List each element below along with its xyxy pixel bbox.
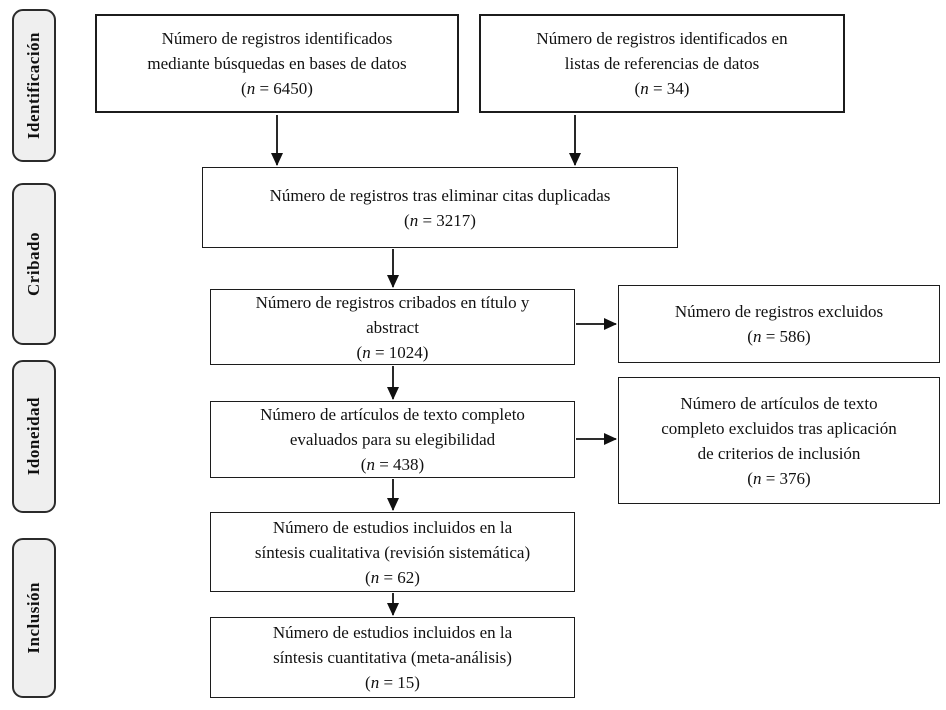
sample-size-line: (n = 1024) (356, 342, 429, 362)
box-qualitative-synthesis: Número de estudios incluidos en la sínte… (210, 512, 575, 592)
box-quantitative-synthesis: Número de estudios incluidos en la sínte… (210, 617, 575, 698)
box-text-line: síntesis cualitativa (revisión sistemáti… (254, 542, 531, 562)
sample-size-line: (n = 15) (365, 673, 420, 692)
box-text-line: Número de estudios incluidos en la (272, 623, 513, 642)
stage-label-screening: Cribado (12, 183, 56, 345)
box-text-line: Número de registros identificados en (536, 29, 788, 48)
box-text-line: Número de registros tras eliminar citas … (269, 185, 611, 205)
box-text-line: completo excluidos tras aplicación (661, 418, 897, 438)
stage-label-inclusion: Inclusión (12, 538, 56, 698)
box-records-screened: Número de registros cribados en título y… (210, 289, 575, 365)
box-records-identified-references: Número de registros identificados en lis… (479, 14, 845, 113)
box-records-excluded: Número de registros excluidos (n = 586) (618, 285, 940, 363)
stage-label-text: Idoneidad (24, 397, 43, 476)
stage-label-text: Identificación (24, 31, 43, 140)
stage-label-text: Cribado (24, 232, 43, 296)
box-text-line: Número de artículos de texto (680, 393, 878, 413)
sample-size-line: (n = 34) (634, 79, 690, 98)
stage-label-identification: Identificación (12, 9, 56, 162)
box-fulltext-excluded: Número de artículos de texto completo ex… (618, 377, 940, 504)
box-text-line: Número de artículos de texto completo (260, 405, 525, 424)
box-text-line: Número de registros cribados en título y (255, 292, 530, 312)
sample-size-line: (n = 6450) (241, 79, 313, 98)
box-text-line: síntesis cuantitativa (meta-análisis) (273, 648, 512, 667)
sample-size-line: (n = 3217) (404, 210, 476, 230)
box-text-line: Número de registros identificados (161, 29, 393, 48)
sample-size-line: (n = 376) (747, 468, 811, 488)
sample-size-line: (n = 62) (365, 567, 420, 587)
box-fulltext-assessed: Número de artículos de texto completo ev… (210, 401, 575, 478)
sample-size-line: (n = 586) (747, 327, 811, 346)
box-text-line: Número de registros excluidos (674, 302, 884, 321)
box-text-line: abstract (366, 317, 419, 337)
box-text-line: Número de estudios incluidos en la (272, 517, 513, 537)
box-text-line: evaluados para su elegibilidad (289, 430, 496, 449)
box-text-line: mediante búsquedas en bases de datos (147, 54, 407, 73)
box-records-after-duplicates: Número de registros tras eliminar citas … (202, 167, 678, 248)
sample-size-line: (n = 438) (360, 455, 425, 474)
stage-label-eligibility: Idoneidad (12, 360, 56, 513)
box-text-line: listas de referencias de datos (564, 54, 760, 73)
box-text-line: de criterios de inclusión (697, 443, 861, 463)
box-records-identified-databases: Número de registros identificados median… (95, 14, 459, 113)
stage-label-text: Inclusión (24, 582, 43, 654)
